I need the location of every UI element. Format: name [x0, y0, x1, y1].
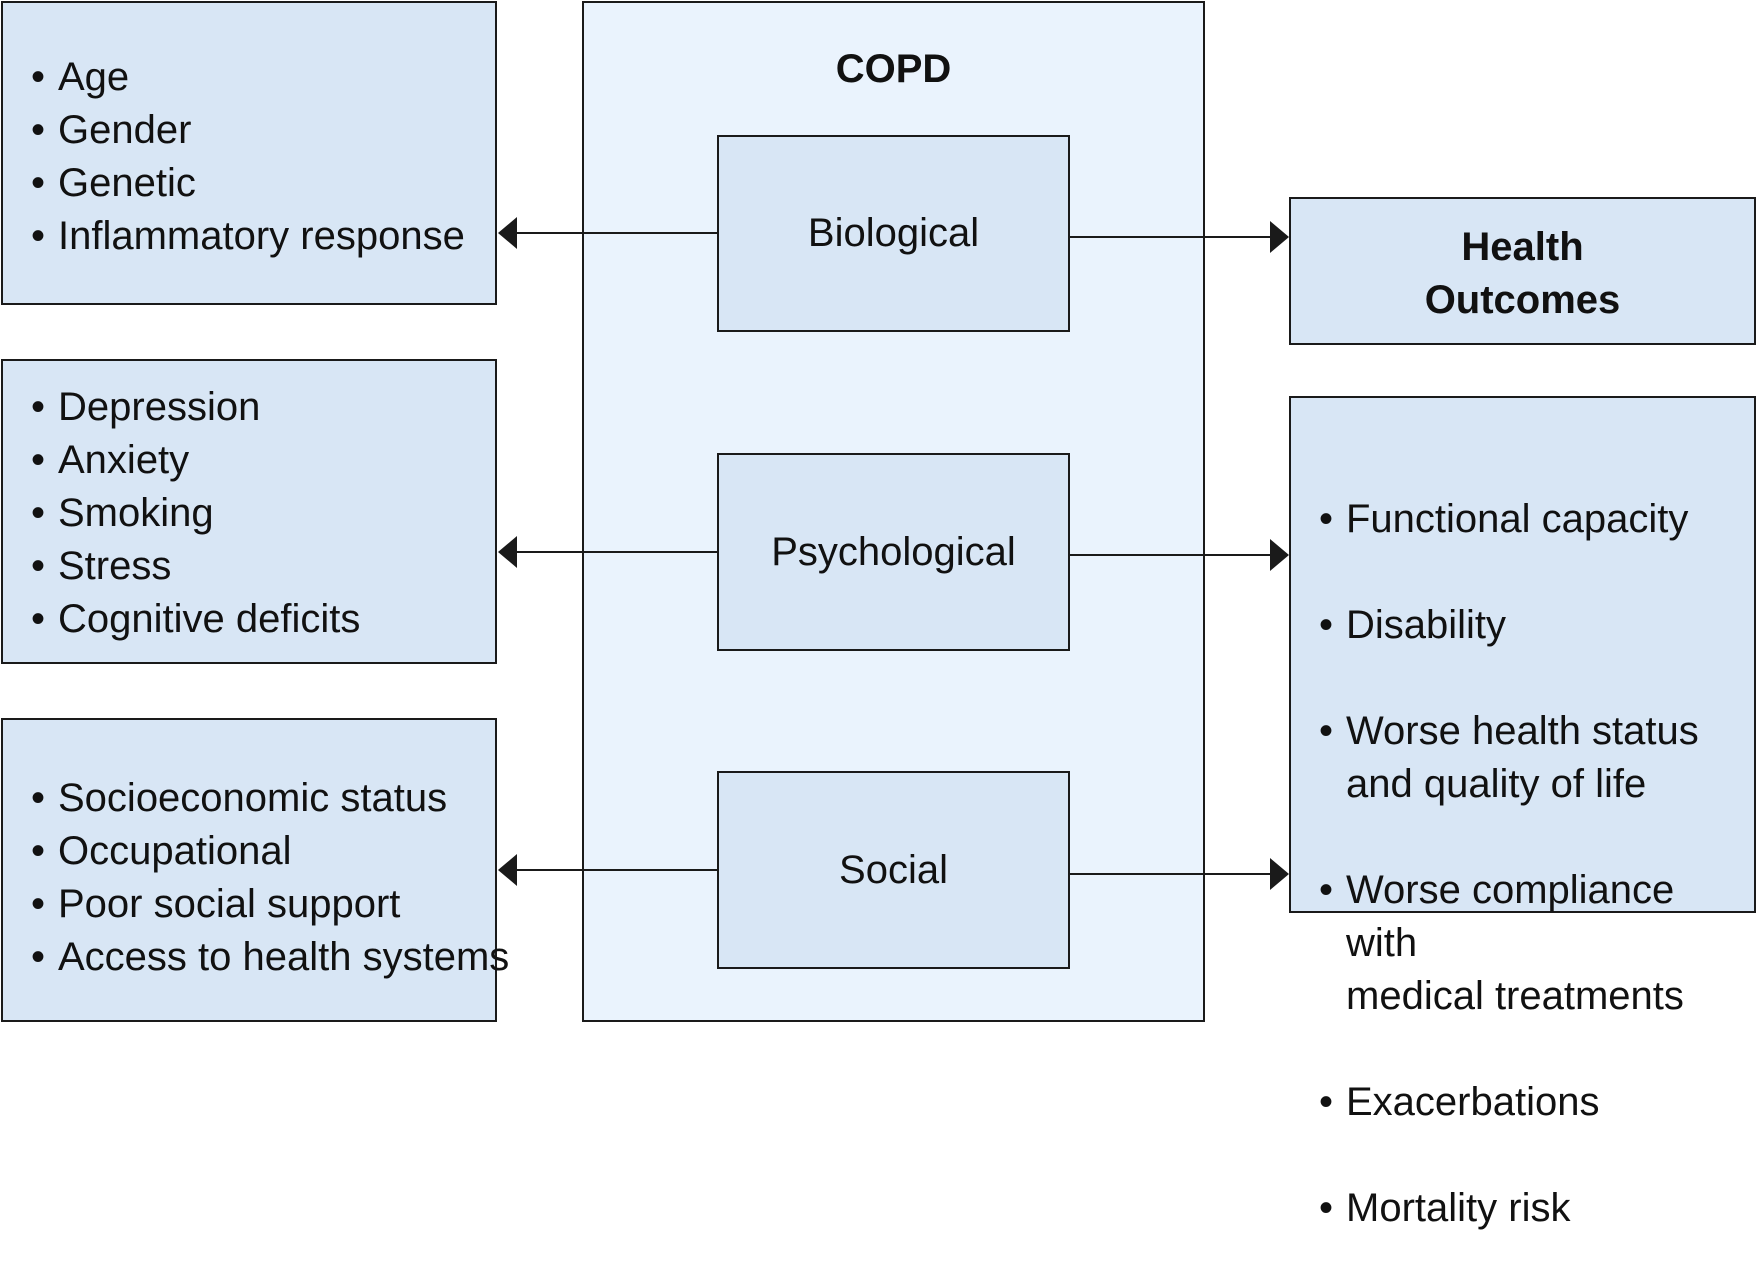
biological-factors-list: Age Gender Genetic Inflammatory response	[31, 51, 465, 263]
arrowhead-right-icon	[1270, 858, 1289, 890]
list-item: Depression	[31, 381, 360, 434]
list-item: Disability	[1319, 599, 1754, 652]
arrowhead-right-icon	[1270, 221, 1289, 253]
psychological-factors-list: Depression Anxiety Smoking Stress Cognit…	[31, 381, 360, 646]
list-item: Poor social support	[31, 878, 509, 931]
list-item: Socioeconomic status	[31, 772, 509, 825]
list-item: Occupational	[31, 825, 509, 878]
list-item: Worse compliance with medical treatments	[1319, 864, 1754, 1023]
list-item: Age	[31, 51, 465, 104]
health-outcomes-title: Health Outcomes	[1291, 221, 1754, 327]
health-outcomes-list-box: Functional capacity Disability Worse hea…	[1289, 396, 1756, 1235]
health-outcomes-title-line2: Outcomes	[1424, 278, 1621, 322]
list-item: Mortality risk	[1319, 1182, 1754, 1235]
psychological-factors-box: Depression Anxiety Smoking Stress Cognit…	[1, 359, 497, 664]
health-outcomes-title-line1: Health	[1461, 225, 1584, 269]
list-item: Smoking	[31, 487, 360, 540]
list-item: Exacerbations	[1319, 1076, 1754, 1129]
list-item: Cognitive deficits	[31, 593, 360, 646]
biological-label: Biological	[807, 211, 980, 255]
health-outcomes-list: Functional capacity Disability Worse hea…	[1319, 440, 1754, 1288]
copd-title: COPD	[835, 47, 952, 91]
health-outcomes-title-box: Health Outcomes	[1289, 197, 1756, 345]
arrowhead-left-icon	[498, 217, 517, 249]
psychological-domain-box: Psychological	[717, 453, 1070, 651]
biological-domain-box: Biological	[717, 135, 1070, 332]
list-item: Genetic	[31, 157, 465, 210]
list-item: Gender	[31, 104, 465, 157]
social-domain-box: Social	[717, 771, 1070, 969]
list-item: Stress	[31, 540, 360, 593]
list-item: Worse health status and quality of life	[1319, 705, 1754, 811]
social-factors-box: Socioeconomic status Occupational Poor s…	[1, 718, 509, 1022]
list-item: Anxiety	[31, 434, 360, 487]
arrowhead-right-icon	[1270, 539, 1289, 571]
social-factors-list: Socioeconomic status Occupational Poor s…	[31, 772, 509, 984]
social-label: Social	[839, 847, 948, 892]
list-item: Inflammatory response	[31, 210, 465, 263]
list-item: Functional capacity	[1319, 493, 1754, 546]
arrowhead-left-icon	[498, 536, 517, 568]
psychological-label: Psychological	[771, 529, 1016, 574]
biological-factors-box: Age Gender Genetic Inflammatory response	[1, 1, 497, 305]
list-item: Access to health systems	[31, 931, 509, 984]
